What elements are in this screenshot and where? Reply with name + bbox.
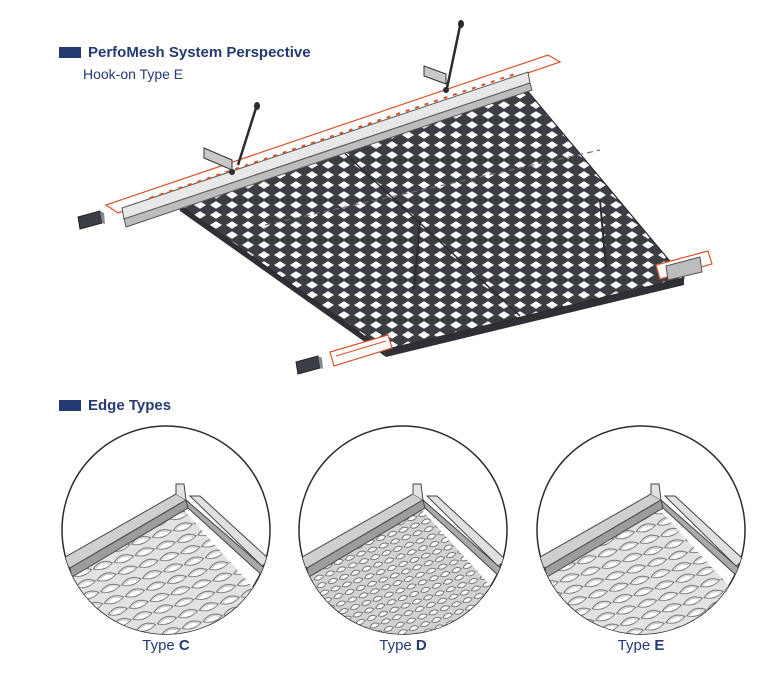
heading-marker — [59, 47, 81, 58]
caption-type-c: Type C — [91, 637, 241, 654]
caption-letter: D — [415, 637, 427, 654]
perspective-subtitle: Hook-on Type E — [83, 66, 184, 82]
caption-type-d: Type D — [328, 637, 478, 654]
edge-detail-type-e — [536, 425, 746, 635]
edge-detail-type-c — [61, 425, 271, 635]
edge-types-title: Edge Types — [88, 397, 172, 414]
section-heading-edge-types: Edge Types — [59, 397, 171, 414]
caption-letter: E — [654, 637, 665, 654]
mesh-panel — [176, 81, 686, 357]
carrier-rail-bottom-left — [329, 334, 393, 367]
edge-detail-type-d — [298, 425, 508, 635]
caption-type-e: Type E — [566, 637, 716, 654]
perspective-title: PerfoMesh System Perspective — [88, 44, 311, 61]
end-cap-icon — [77, 210, 323, 375]
caption-prefix: Type — [617, 637, 655, 654]
hanger-bracket-icon — [203, 65, 449, 175]
carrier-rail-top — [104, 54, 562, 228]
suspension-rod-icon — [236, 20, 464, 166]
caption-prefix: Type — [142, 637, 179, 654]
heading-marker — [59, 400, 81, 411]
caption-letter: C — [178, 637, 190, 654]
section-heading-perspective: PerfoMesh System Perspective — [59, 44, 311, 61]
caption-prefix: Type — [379, 637, 416, 654]
carrier-rail-bottom-right — [655, 250, 713, 281]
